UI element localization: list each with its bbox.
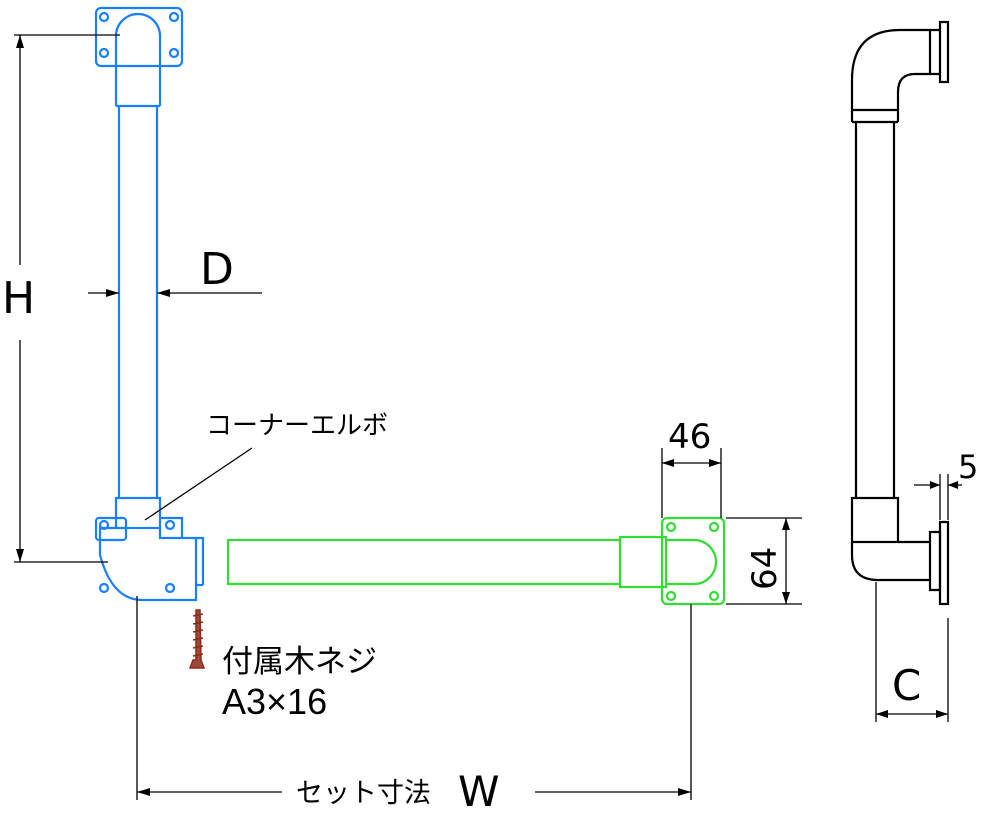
corner-elbow-label: コーナーエルボ xyxy=(206,410,388,440)
flange-width-label: 46 xyxy=(668,417,711,457)
top-flange-screw-hole xyxy=(168,11,180,23)
top-end-cap xyxy=(114,12,162,106)
side-flange-screw-hole xyxy=(665,521,677,533)
corner-elbow-outer xyxy=(98,526,198,602)
screw-name-label: 付属木ネジ xyxy=(222,644,377,679)
side-view-bottom-elbow-outer xyxy=(850,542,930,582)
side-view-top-elbow-inner xyxy=(896,72,930,122)
elbow-sleeve xyxy=(114,496,162,530)
set-width-letter: W xyxy=(458,767,500,816)
side-flange xyxy=(660,516,726,606)
dimension-lines xyxy=(14,34,962,800)
side-end-cap xyxy=(666,538,718,586)
side-view-top-flange xyxy=(938,20,950,84)
side-flange-screw-hole xyxy=(708,521,720,533)
bottom-flange-screw-hole xyxy=(164,519,176,531)
flange-height-label: 64 xyxy=(745,547,785,590)
side-view xyxy=(850,20,950,606)
bottom-flange-screw-hole xyxy=(98,519,110,531)
top-flange xyxy=(94,6,184,68)
side-view-top-elbow-outer xyxy=(850,28,930,122)
side-flange-screw-hole xyxy=(708,590,720,602)
top-flange-screw-hole xyxy=(98,11,110,23)
wood-screw xyxy=(188,609,206,669)
bottom-flange-screw-hole xyxy=(164,582,176,594)
diameter-label: D xyxy=(200,244,234,295)
top-flange-screw-hole xyxy=(168,47,180,59)
horizontal-pipe xyxy=(226,538,622,586)
bottom-flange-left xyxy=(94,516,128,542)
projection-label: C xyxy=(892,661,921,710)
bottom-flange-right xyxy=(160,516,184,538)
bottom-flange-screw-hole xyxy=(98,582,110,594)
horizontal-bar xyxy=(226,516,726,606)
side-view-bottom-sleeve xyxy=(850,496,900,544)
vertical-bar xyxy=(94,6,205,602)
height-label: H xyxy=(2,273,35,324)
thickness-label: 5 xyxy=(958,448,978,486)
side-flange-screw-hole xyxy=(665,590,677,602)
side-view-bottom-flange xyxy=(938,520,950,606)
top-flange-screw-hole xyxy=(98,47,110,59)
screw-size-label: A3×16 xyxy=(222,681,327,722)
horizontal-sleeve xyxy=(618,535,668,589)
set-width-prefix: セット寸法 xyxy=(296,778,431,808)
